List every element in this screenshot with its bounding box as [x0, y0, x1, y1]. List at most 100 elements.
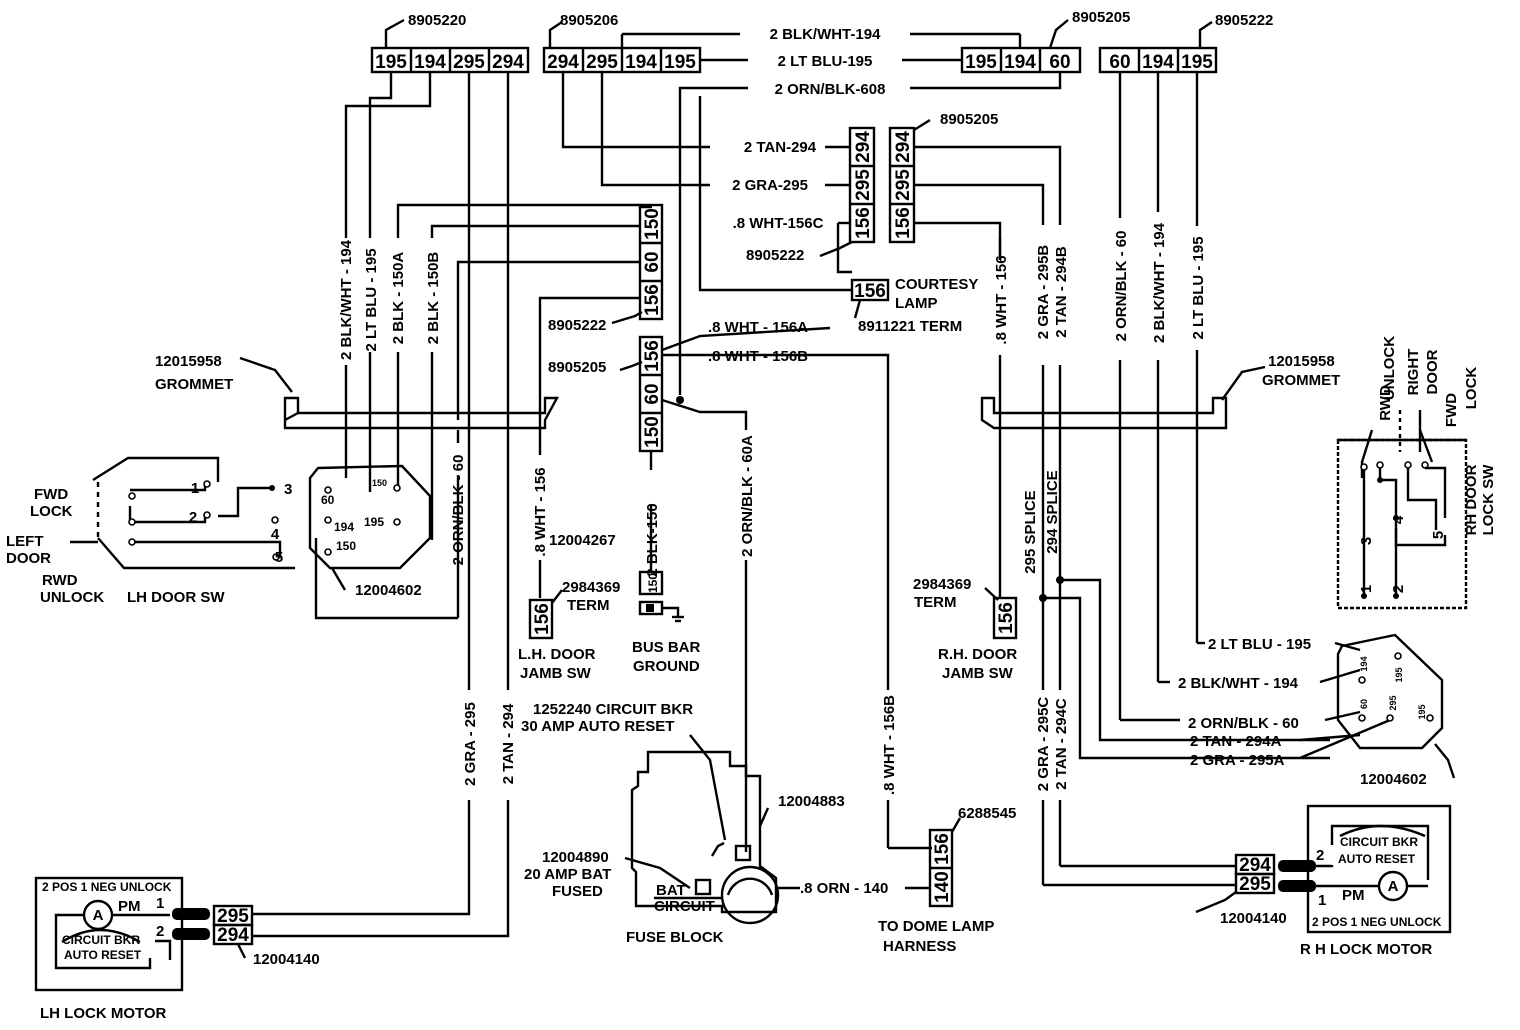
pin: 60 — [642, 383, 663, 404]
bus-label: GROUND — [633, 658, 700, 675]
term-label: TERM — [567, 597, 610, 614]
pin: 156 — [854, 281, 886, 302]
pin: 295 — [217, 906, 249, 927]
pin: 195 — [1417, 704, 1427, 719]
pin: 295 — [453, 52, 485, 73]
pin: 194 — [334, 520, 354, 534]
sw-label: RIGHT — [1405, 349, 1422, 396]
pin: 150 — [646, 573, 660, 593]
connector-8905220: 195 194 295 294 8905220 — [370, 12, 530, 74]
wire-label: 2 BLK - 150A — [390, 252, 407, 345]
fuse-label: 20 AMP BAT — [524, 866, 611, 883]
pin: 60 — [321, 493, 335, 507]
part-number: 8905222 — [746, 247, 804, 264]
sw-label: FWD — [34, 486, 68, 503]
left-stack-connectors: 150 60 156 8905222 156 60 150 8905205 .8… — [548, 203, 932, 852]
pin: 2 — [1316, 847, 1324, 864]
rh-door-lock-switch: RWD UNLOCK RIGHT DOOR FWD LOCK 3 4 5 1 2… — [1336, 336, 1497, 610]
part-number: 12004602 — [355, 582, 422, 599]
wire-label: .8 WHT - 156B — [708, 348, 808, 365]
lh-lock-motor: 2 POS 1 NEG UNLOCK A PM 1 2 CIRCUIT BKR … — [34, 805, 510, 1022]
dome-label: HARNESS — [883, 938, 956, 955]
part-number: 2984369 — [562, 579, 620, 596]
wire-label: 2 BLK - 150B — [425, 252, 442, 345]
pin: 1 — [156, 895, 164, 912]
term-label: 8911221 TERM — [858, 318, 962, 335]
part-number: 8905206 — [560, 12, 618, 29]
fuse-block: 1252240 CIRCUIT BKR 30 AMP AUTO RESET 12… — [521, 701, 930, 946]
grommet-label: GROMMET — [155, 376, 233, 393]
pin: 294 — [893, 131, 914, 163]
wire-label: 2 TAN - 294A — [1190, 733, 1282, 750]
dome-label: TO DOME LAMP — [878, 918, 994, 935]
part-number: 8905205 — [1072, 9, 1130, 26]
part-number: 12004883 — [778, 793, 845, 810]
wire-label: 2 LT BLU - 195 — [363, 248, 380, 351]
part-number: 8905205 — [548, 359, 606, 376]
motor-pm: PM — [1342, 887, 1365, 904]
courtesy-lamp: 156 COURTESY LAMP 8911221 TERM — [698, 96, 978, 335]
motor-header: 2 POS 1 NEG UNLOCK — [1312, 915, 1442, 929]
sw-label: RWD — [42, 572, 78, 589]
grommet-label: GROMMET — [1262, 372, 1340, 389]
motor-a: A — [93, 907, 104, 924]
part-number: 12004890 — [542, 849, 609, 866]
pin: 295 — [586, 52, 618, 73]
pin: 195 — [364, 515, 384, 529]
sw-label: UNLOCK — [40, 589, 104, 606]
pin: 1 — [191, 480, 199, 497]
wire-label: 2 BLK-150 — [644, 503, 661, 576]
pin: 60 — [1109, 52, 1130, 73]
pin: 3 — [1358, 537, 1375, 545]
pin: 195 — [1181, 52, 1213, 73]
motor-bkr: CIRCUIT BKR — [62, 933, 140, 947]
pin: 3 — [284, 481, 292, 498]
wire-label: .8 WHT - 156B — [881, 695, 898, 795]
jamb-label: R.H. DOOR — [938, 646, 1017, 663]
wire-label: 2 LT BLU - 195 — [1208, 636, 1311, 653]
wire-label: 2 GRA - 295 — [462, 702, 479, 786]
sw-label: LEFT — [6, 533, 44, 550]
part-number: 12004267 — [549, 532, 616, 549]
sw-label: FWD — [1443, 393, 1460, 427]
part-number: 6288545 — [958, 805, 1016, 822]
pin: 140 — [932, 871, 953, 903]
wire-label: .8 WHT - 156A — [708, 319, 808, 336]
lh-door-switch: 1 2 3 4 5 FWD LOCK LEFT DOOR RWD UNLOCK … — [6, 456, 295, 606]
part-number: 8905205 — [940, 111, 998, 128]
wire-label: .8 WHT - 156 — [532, 467, 549, 556]
wire-label: 2 ORN/BLK - 60A — [739, 435, 756, 557]
part-number: 12004140 — [253, 951, 320, 968]
pin: 150 — [642, 208, 663, 240]
pin: 194 — [1142, 52, 1174, 73]
lh-plug-12004602: 60 150 194 195 150 12004602 — [308, 464, 432, 599]
pin: 156 — [996, 602, 1017, 634]
pin: 294 — [217, 925, 249, 946]
pin: 295 — [1239, 874, 1271, 895]
splice-label: 295 SPLICE — [1022, 490, 1039, 573]
fuse-title: FUSE BLOCK — [626, 929, 724, 946]
pin: 4 — [1390, 515, 1407, 524]
pin: 156 — [642, 340, 663, 372]
wire-label: .8 WHT - 156 — [993, 255, 1010, 344]
sw-label: UNLOCK — [1381, 336, 1398, 400]
pin: 194 — [1359, 656, 1369, 671]
pin: 195 — [1394, 667, 1404, 682]
pin: 194 — [1004, 52, 1036, 73]
part-number: 2984369 — [913, 576, 971, 593]
pin: 295 — [853, 169, 874, 201]
pin: 5 — [1430, 531, 1447, 539]
wire-label: 2 ORN/BLK - 60 — [1188, 715, 1299, 732]
part-number: 8905222 — [548, 317, 606, 334]
pin: 194 — [625, 52, 657, 73]
pin: 295 — [893, 169, 914, 201]
pin: 150 — [336, 539, 356, 553]
sw-label: LOCK — [1463, 367, 1480, 410]
pin: 294 — [547, 52, 579, 73]
pin: 1 — [1358, 585, 1375, 593]
pin: 295 — [1388, 695, 1398, 710]
pin: 156 — [893, 207, 914, 239]
wire-label: 2 TAN-294 — [744, 139, 817, 156]
wire-label: .8 WHT-156C — [733, 215, 824, 232]
